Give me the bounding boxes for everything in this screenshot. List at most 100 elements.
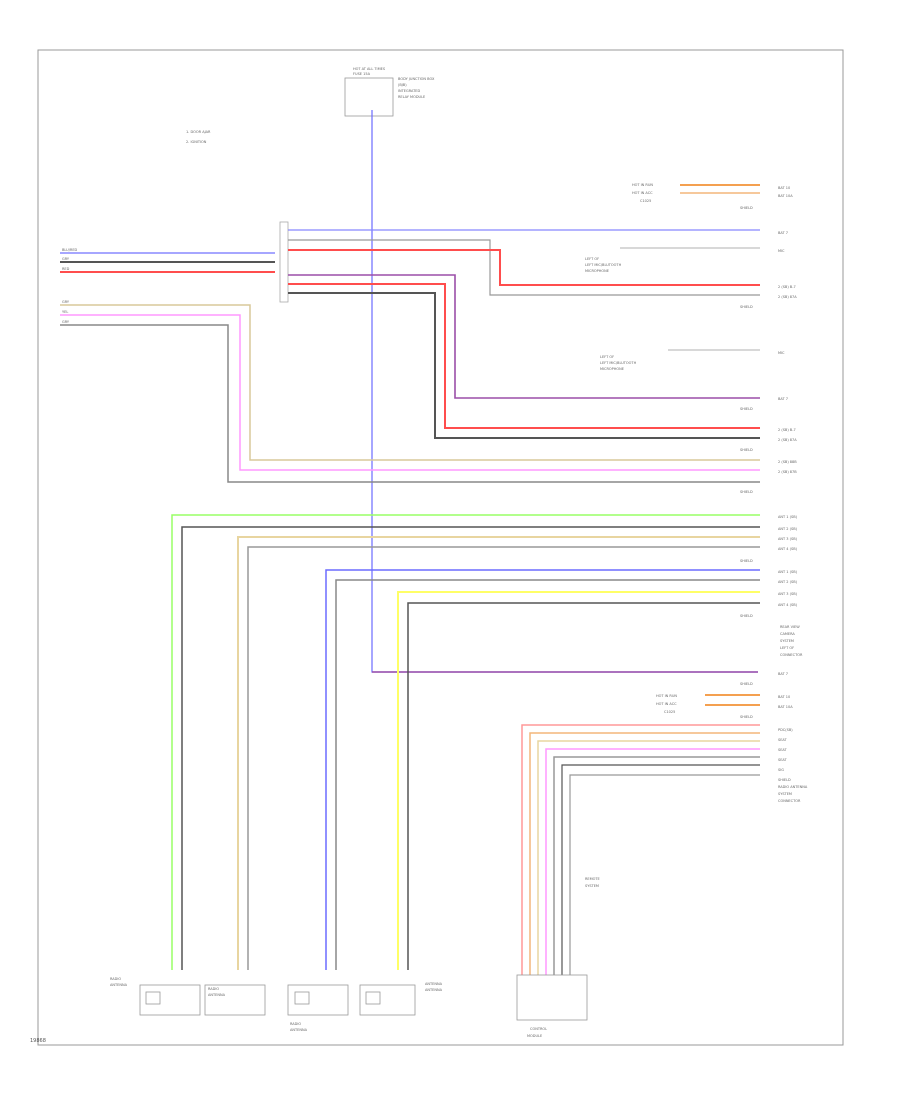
rl-g4-4: SHIELD [740,559,753,563]
left-wire-label-2: RED [62,267,70,271]
left-wire-label-0: BLU/RED [62,248,78,252]
hot-run2-label-0: HOT IN RUN [656,694,677,698]
bottom-component-2: RADIO ANTENNA [204,984,266,1016]
rl-g6-4: SHIELD [740,715,753,719]
rl-g6-0: BAT 7 [778,672,788,676]
note-radio-antenna: RADIO ANTENNA SYSTEM CONNECTOR [778,785,808,803]
note-radio-antenna-0: RADIO ANTENNA [778,785,808,789]
rl-g2-4: 2 (SB) 87A [778,438,797,442]
radio-module-wires [521,724,760,975]
rl-g7-0: PDC(SB) [778,728,793,732]
left-wire-label-4: YEL [62,310,68,314]
left-wire-bundle-2: GRY YEL GRY [60,300,760,483]
rl-g7-2: SEAT [778,748,788,752]
rl-g2-5: SHIELD [740,448,753,452]
bc1-l0: RADIO [110,977,121,981]
rl-g1-4: SHIELD [740,305,753,309]
note-left-micro-0: LEFT OF [585,257,599,261]
hot-run-group-2: HOT IN RUN HOT IN ACC C1025 [656,694,760,714]
blue-feed-wire [371,110,758,673]
rl-g2-3: 2 (SB) B-7 [778,428,796,432]
note-rear-view-2: SYSTEM [780,639,794,643]
rl-g6-3: BAT 10A [778,705,793,709]
rcm-l0: CONTROL [530,1027,547,1031]
rl-g1-1: MIC [778,249,785,253]
left-wire-label-5: GRY [62,320,70,324]
left-wire-label-3: GRY [62,300,70,304]
rl-g3-1: 2 (SB) 87B [778,470,797,474]
bc4-l0: ANTENNA [425,982,443,986]
top-component-desc-3: RELAY MODULE [398,95,425,99]
top-component-desc-0: BODY JUNCTION BOX [398,77,435,81]
note-rear-view: REAR VIEW CAMERA SYSTEM LEFT OF CONNECTO… [780,625,803,657]
note-remote: REMOTE SYSTEM [585,877,600,888]
rl-g1-0: BAT 7 [778,231,788,235]
rl-g2-1: BAT 7 [778,397,788,401]
note-remote-0: REMOTE [585,877,600,881]
top-component-desc-2: INTEGRATED [398,89,420,93]
rl-pt-2: SHIELD [740,206,753,210]
rl-g5-4: SHIELD [740,614,753,618]
bc1-l1: ANTENNA [110,983,128,987]
note-radio-antenna-1: SYSTEM [778,792,792,796]
rl-g3-0: 2 (SB) 88B [778,460,797,464]
rl-g5-2: ANT 3 (SB) [778,592,798,596]
rl-g1-2: 2 (SB) B-7 [778,285,796,289]
bc2-l0: RADIO [208,987,219,991]
bc4-l1: ANTENNA [425,988,443,992]
top-component-fuse: FUSE 15A [353,72,371,76]
note-radio-antenna-2: CONNECTOR [778,799,801,803]
note-left-micro-1: LEFT MIC/BLUTOOTH [585,263,622,267]
rcm-l1: MODULE [527,1034,542,1038]
left-wire-label-1: GRY [62,257,70,261]
legend-item-1: 2. IGNITION [186,140,207,144]
note-rear-view-3: LEFT OF [780,646,794,650]
bc3-l1: ANTENNA [290,1028,308,1032]
legend: 1. DOOR AJAR 2. IGNITION [186,130,211,144]
top-component-desc-1: (BJB) [398,83,407,87]
upper-wire-group [288,184,760,439]
rl-g2-0: MIC [778,351,785,355]
rl-g5-1: ANT 2 (SB) [778,580,798,584]
hot-run2-label-2: C1025 [664,710,675,714]
bottom-component-1: RADIO ANTENNA [110,977,201,1016]
rl-g7-5: SHIELD [778,778,791,782]
radio-control-module: CONTROL MODULE [516,974,588,1038]
diagram-border [37,49,844,1046]
rl-g2-2: SHIELD [740,407,753,411]
left-wire-bundle-1: BLU/RED GRY RED [60,248,275,273]
bc2-l1: ANTENNA [208,993,226,997]
rl-g3-2: SHIELD [740,490,753,494]
rl-g6-1: SHIELD [740,682,753,686]
note-left-micro2-1: LEFT MIC/BLUTOOTH [600,361,637,365]
splice-box [279,221,289,303]
rl-g4-3: ANT 4 (SB) [778,547,798,551]
rl-g7-3: SEAT [778,758,788,762]
right-labels: BAT 10 BAT 10A SHIELD BAT 7 MIC 2 (SB) B… [740,186,798,782]
hot-run-label-1: HOT IN ACC [632,191,653,195]
rl-g7-1: SEAT [778,738,788,742]
note-left-micro-2: LEFT OF LEFT MIC/BLUTOOTH MICROPHONE [600,355,637,371]
note-rear-view-1: CAMERA [780,632,795,636]
footer-code: 19868 [30,1038,46,1044]
bc3-l0: RADIO [290,1022,301,1026]
rl-g4-0: ANT 1 (SB) [778,515,798,519]
note-left-micro2-0: LEFT OF [600,355,614,359]
note-left-micro2-2: MICROPHONE [600,367,624,371]
rl-g5-3: ANT 4 (SB) [778,603,798,607]
rl-g4-2: ANT 3 (SB) [778,537,798,541]
rl-g4-1: ANT 2 (SB) [778,527,798,531]
top-component-header: HOT AT ALL TIMES [353,67,386,71]
legend-item-0: 1. DOOR AJAR [186,130,211,134]
hot-run-label-2: C1025 [640,199,651,203]
hot-run-group-1: HOT IN RUN HOT IN ACC C1025 [632,183,760,203]
note-rear-view-4: CONNECTOR [780,653,803,657]
hot-run-label-0: HOT IN RUN [632,183,653,187]
note-left-micro-2: MICROPHONE [585,269,609,273]
antenna-wire-group [171,514,760,970]
rl-g5-0: ANT 1 (SB) [778,570,798,574]
rl-g1-3: 2 (SB) 87A [778,295,797,299]
note-remote-1: SYSTEM [585,884,599,888]
note-left-micro: LEFT OF LEFT MIC/BLUTOOTH MICROPHONE [585,257,622,273]
